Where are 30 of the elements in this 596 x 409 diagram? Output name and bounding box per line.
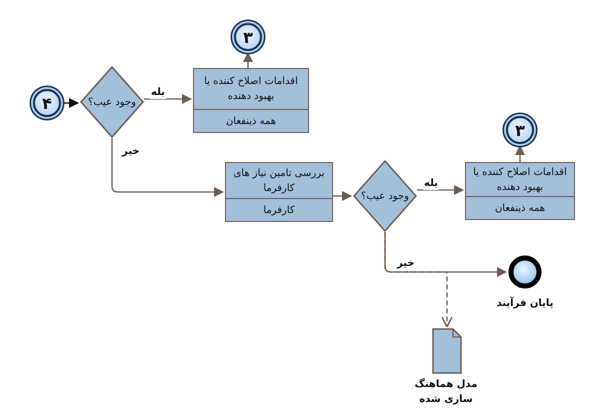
connector-circle: [234, 23, 262, 51]
arrow: [417, 185, 464, 195]
edge-label: خیر: [121, 146, 141, 158]
task-box: [465, 162, 575, 220]
role-label: همه ذینفعان: [226, 114, 276, 128]
arrow: [333, 191, 352, 201]
edge-label: بله: [150, 87, 166, 99]
edge-label: خیر: [396, 258, 416, 270]
role-label: کارفرما: [263, 204, 295, 218]
connector-circle: [506, 116, 534, 144]
arrow: [111, 138, 224, 197]
task-box: [193, 68, 309, 133]
task-label: بررسی تامین نیاز های کارفرما: [232, 166, 326, 196]
association-arrow: [384, 232, 453, 328]
task-label: اقدامات اصلاح کننده یا بهبود دهنده: [472, 166, 568, 194]
decision-label: وجود عیب؟: [88, 96, 136, 110]
arrow: [144, 94, 192, 104]
page-number: ۴: [42, 96, 52, 110]
task-box: [225, 162, 333, 222]
connector-circle: [33, 89, 61, 117]
arrow: [515, 145, 525, 162]
role-label: همه ذینفعان: [494, 202, 546, 216]
decision-label: وجود عیب؟: [361, 190, 409, 204]
page-number: ۳: [515, 122, 525, 138]
task-label: اقدامات اصلاح کننده یا بهبود دهنده: [203, 75, 299, 104]
node-label: مدل هماهنگ سازی شده: [414, 377, 478, 407]
edge-label: بله: [423, 178, 439, 190]
node-label: پایان فرآیند: [496, 296, 554, 311]
arrow: [243, 52, 253, 68]
page-number: ۳: [243, 30, 253, 44]
